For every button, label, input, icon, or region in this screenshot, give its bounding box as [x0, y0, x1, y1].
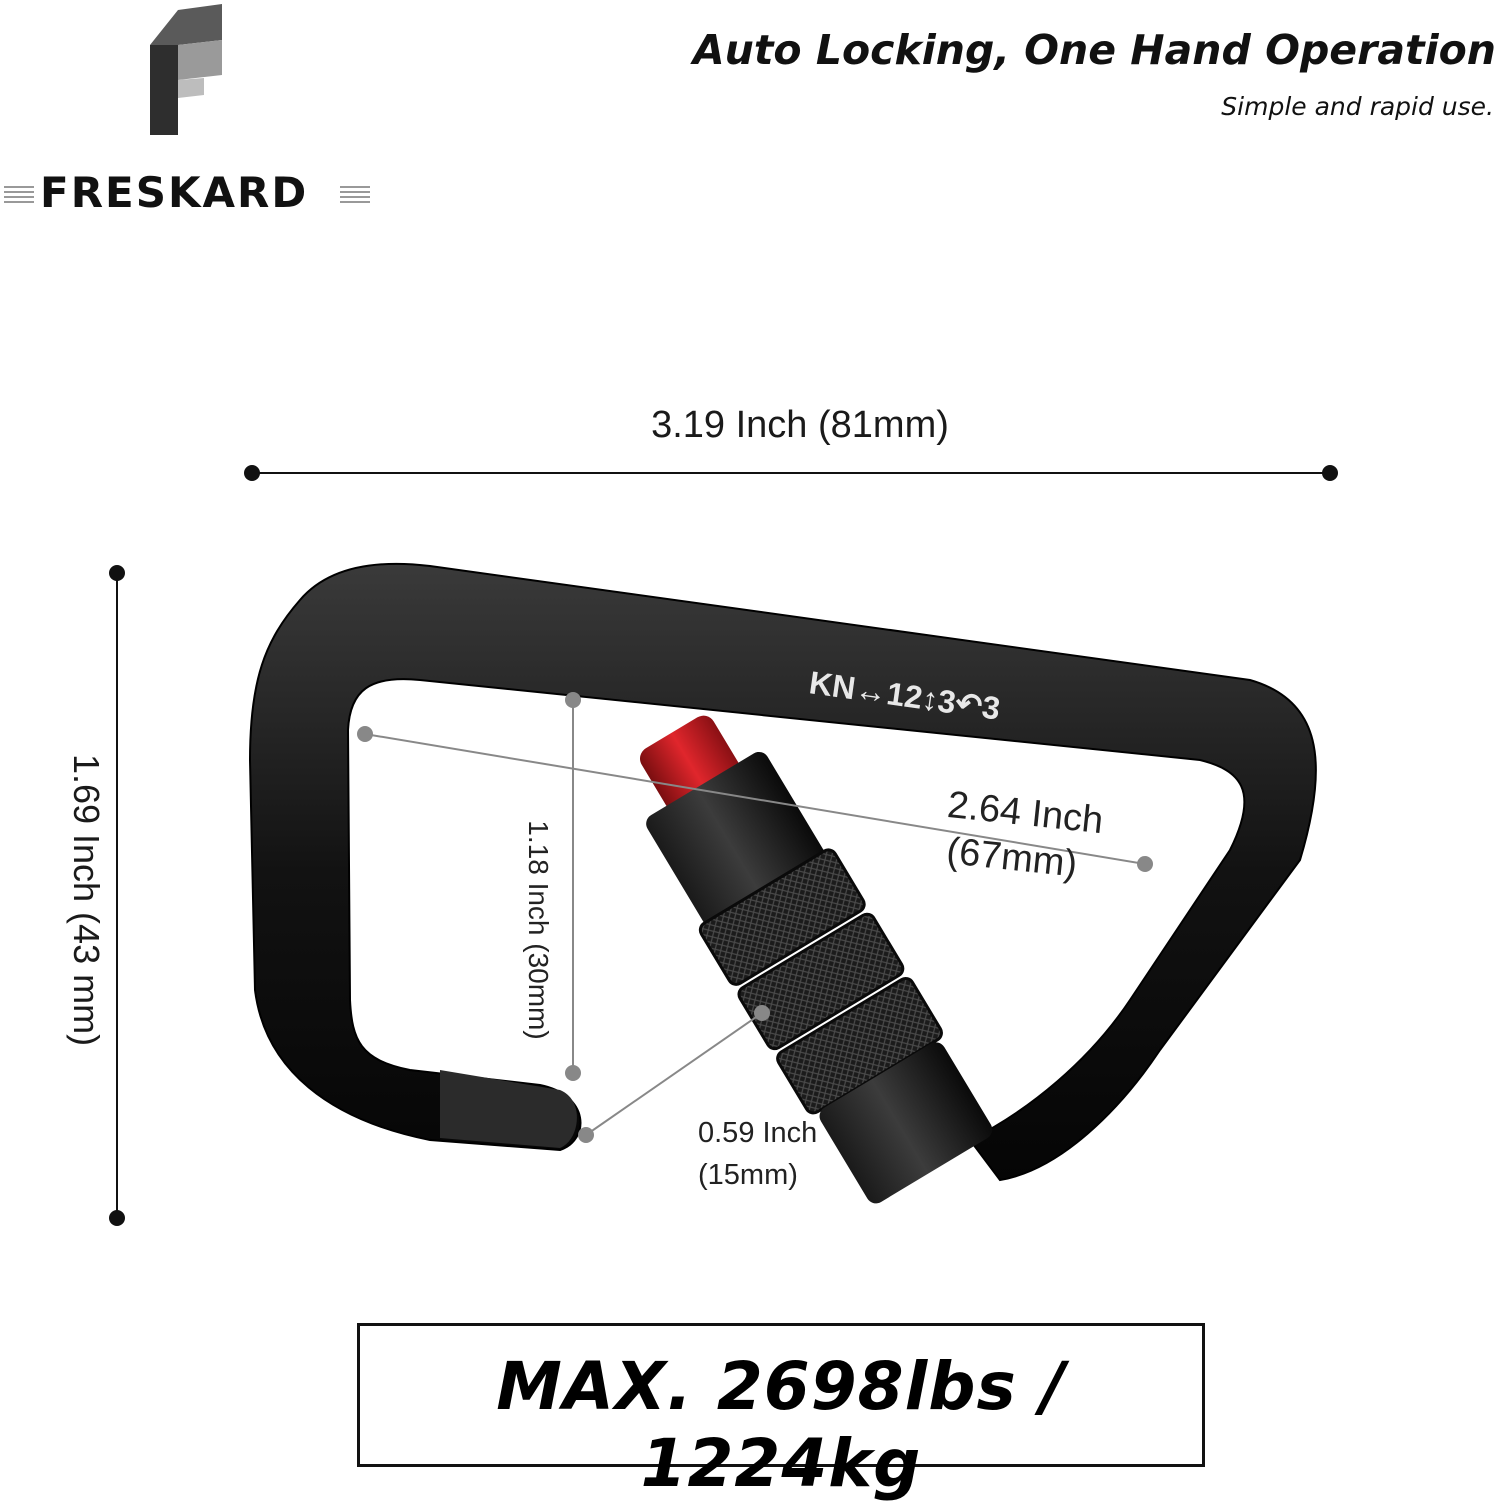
brand-speed-lines-right: [340, 183, 370, 206]
max-strength-label: MAX. 2698lbs / 1224kg: [496, 1348, 1066, 1502]
brand-name: FRESKARD: [40, 168, 309, 217]
stacked-f-logo-icon: [150, 4, 222, 135]
inner-length-dimension-label: 2.64 Inch (67mm): [940, 782, 1106, 890]
gate-height-dimension-label: 1.18 Inch (30mm): [523, 820, 554, 1040]
dimension-lines: [109, 465, 1338, 1226]
gate-opening-dimension-label: 0.59 Inch (15mm): [698, 1112, 817, 1196]
brand-speed-lines-left: [4, 183, 34, 206]
width-dimension-label: 3.19 Inch (81mm): [651, 404, 949, 446]
locking-gate: [640, 715, 993, 1204]
headline: Auto Locking, One Hand Operation: [692, 26, 1496, 74]
gate-opening-inch: 0.59 Inch: [698, 1117, 818, 1149]
max-strength-box: MAX. 2698lbs / 1224kg: [357, 1323, 1205, 1502]
subline: Simple and rapid use.: [1221, 92, 1494, 121]
height-dimension-label: 1.69 Inch (43 mm): [66, 753, 107, 1047]
carabiner-frame: [248, 562, 1317, 1182]
gate-opening-mm: (15mm): [698, 1159, 798, 1191]
